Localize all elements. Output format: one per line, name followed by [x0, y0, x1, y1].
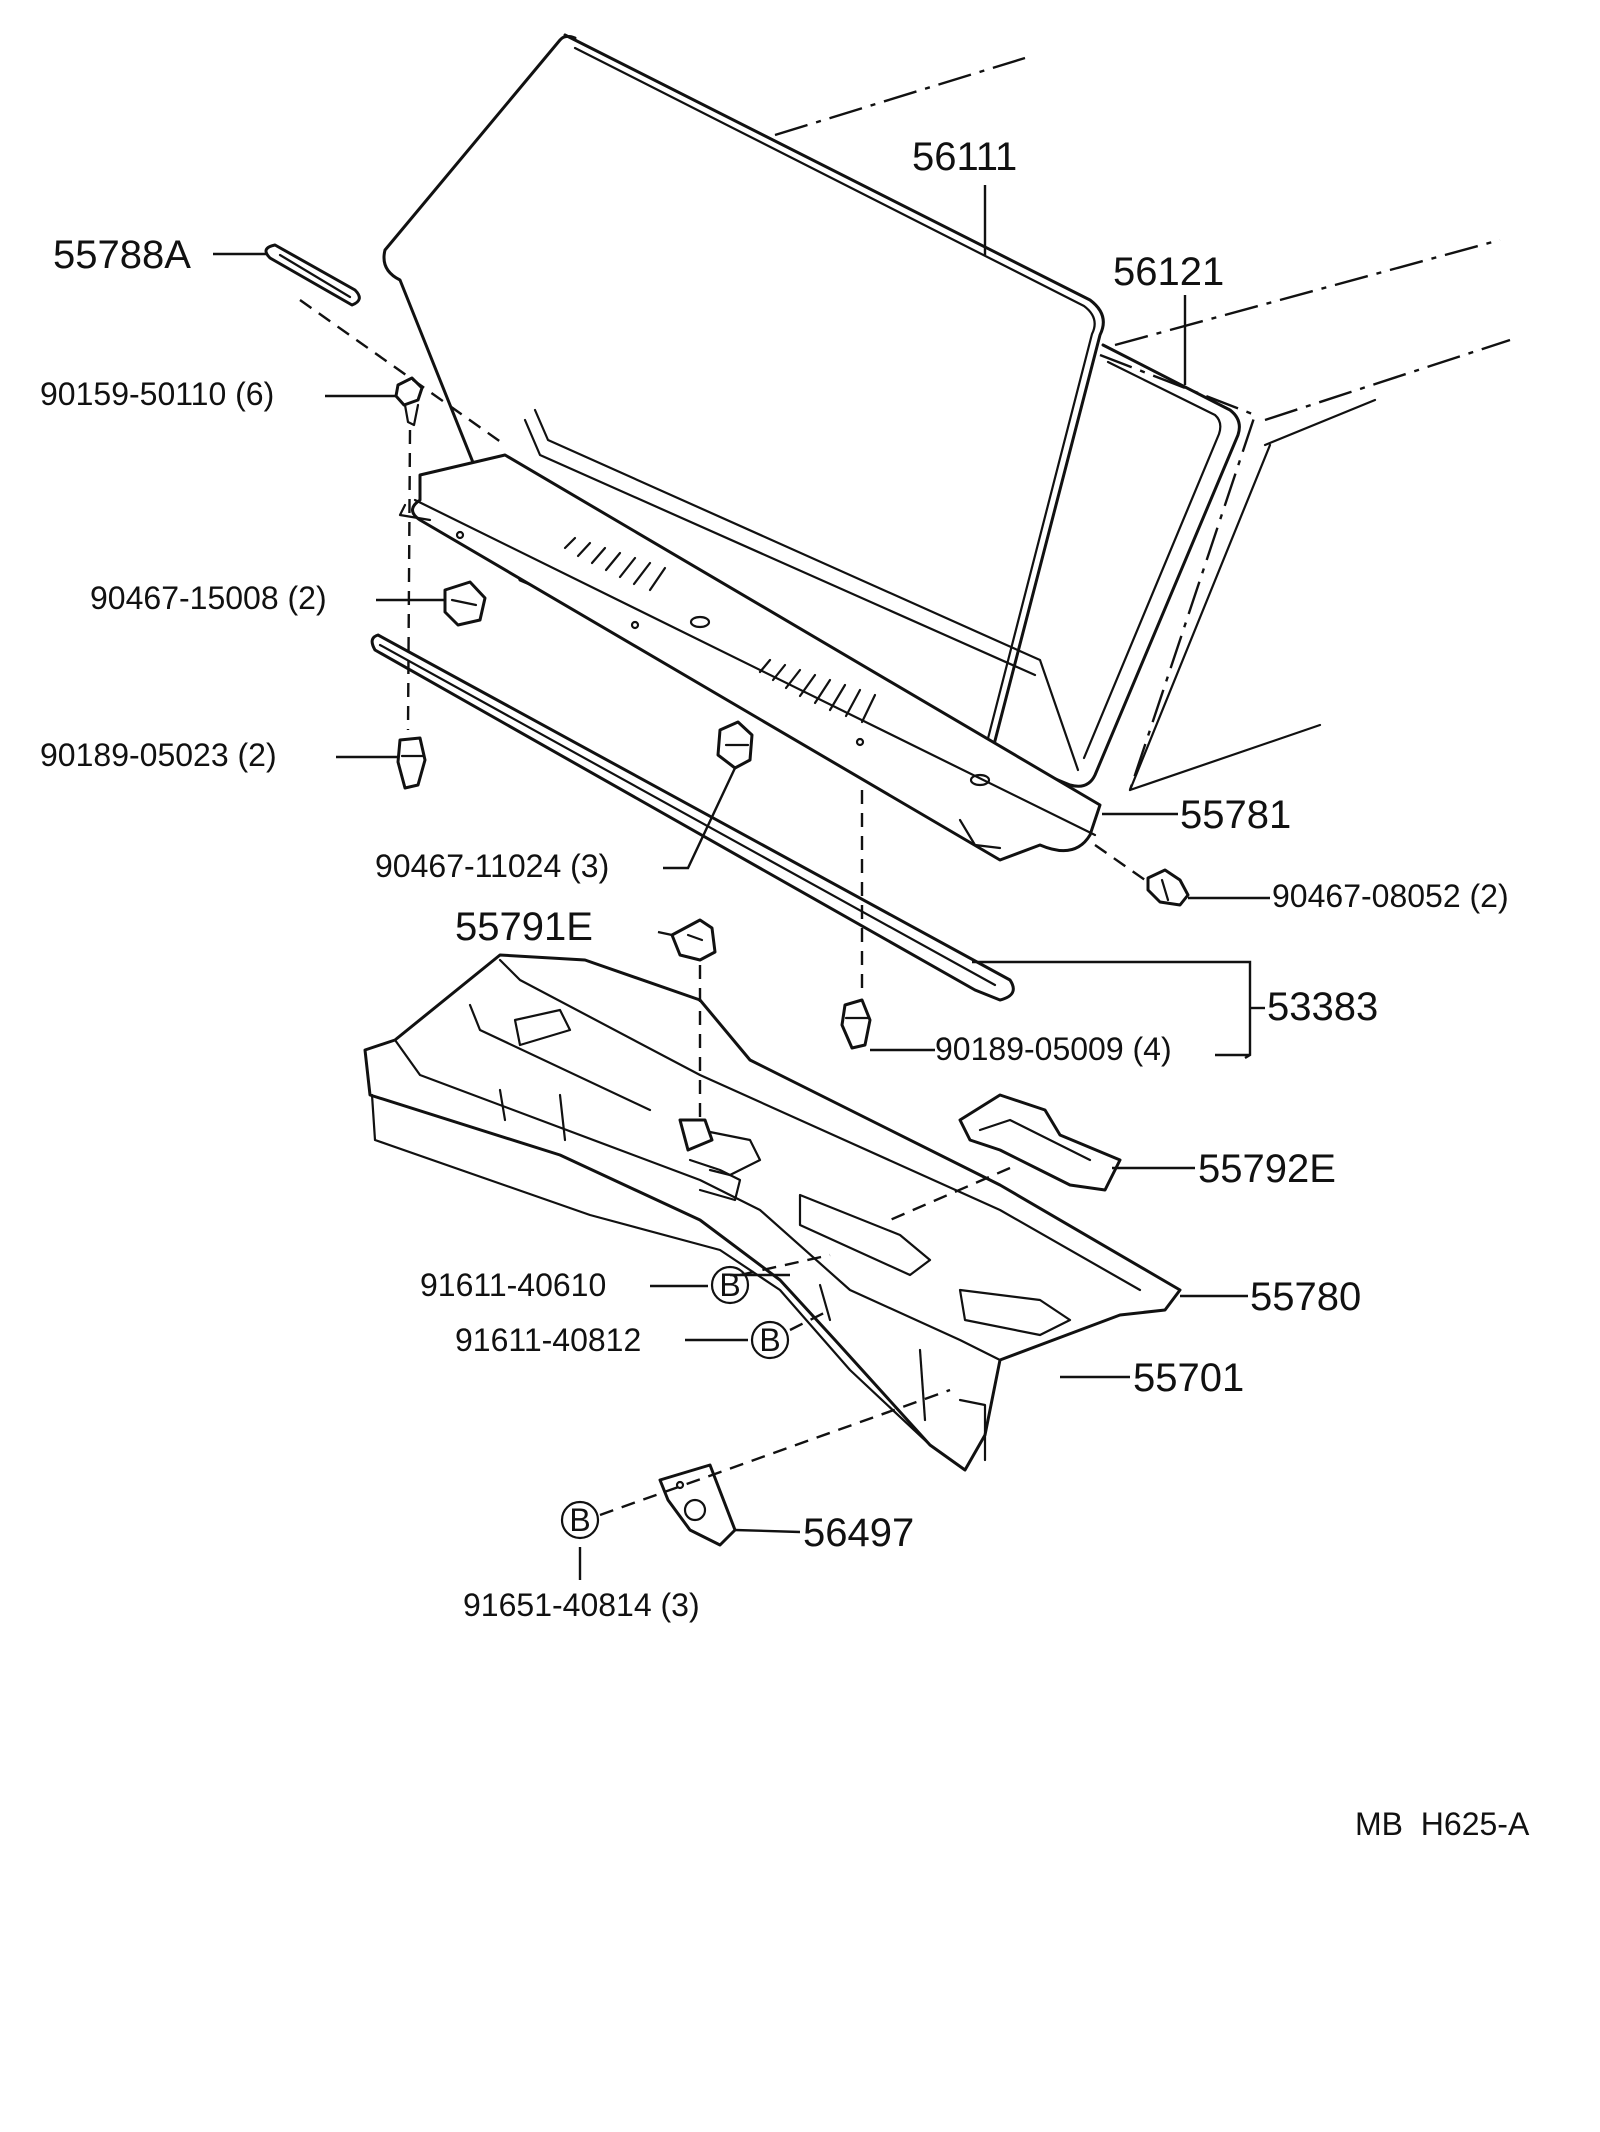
clip-90189-05023 — [396, 736, 427, 790]
label-91651-40814: 91651-40814 (3) — [463, 1587, 700, 1623]
body-outline — [774, 56, 1511, 792]
label-90189-05009: 90189-05009 (4) — [935, 1031, 1172, 1067]
label-55780: 55780 — [1250, 1275, 1361, 1319]
label-91611-40610: 91611-40610 — [420, 1267, 606, 1303]
cowl-clip-55791E — [670, 918, 717, 962]
marker-b1-text: B — [719, 1267, 740, 1303]
clip-90467-08052 — [1146, 868, 1190, 907]
assembly-lines — [299, 299, 1146, 1517]
label-55788A: 55788A — [53, 233, 191, 277]
label-90159-50110: 90159-50110 (6) — [40, 376, 274, 412]
cowl-plate-55792E — [958, 1093, 1122, 1192]
windshield-weatherstrip — [523, 343, 1241, 788]
marker-b3: B — [560, 1500, 600, 1540]
louver-slots-left — [563, 536, 667, 592]
label-56497: 56497 — [803, 1511, 914, 1555]
marker-b2: B — [750, 1320, 790, 1360]
label-55781: 55781 — [1180, 793, 1291, 837]
label-90467-08052: 90467-08052 (2) — [1272, 878, 1509, 914]
louver-slots-right — [758, 658, 877, 724]
marker-b3-text: B — [569, 1502, 590, 1538]
bracket-56497 — [658, 1463, 737, 1547]
clip-90189-05009 — [840, 998, 872, 1050]
clip-90467-11024 — [716, 720, 754, 770]
label-91611-40812: 91611-40812 — [455, 1322, 641, 1358]
part-labels: 56111 56121 55788A 90159-50110 (6) 90467… — [40, 135, 1509, 1623]
screw-90159 — [394, 376, 424, 427]
label-55701: 55701 — [1133, 1356, 1244, 1400]
label-55792E: 55792E — [1198, 1147, 1336, 1191]
label-90189-05023: 90189-05023 (2) — [40, 737, 277, 773]
label-56111: 56111 — [912, 135, 1017, 179]
hood-seal — [370, 633, 1015, 1002]
marker-b1: B — [710, 1265, 750, 1305]
label-90467-15008: 90467-15008 (2) — [90, 580, 327, 616]
label-56121: 56121 — [1113, 250, 1224, 294]
diagram-code: MB H625-A — [1355, 1806, 1530, 1842]
label-90467-11024: 90467-11024 (3) — [375, 848, 609, 884]
label-53383: 53383 — [1267, 985, 1378, 1029]
seal-strip-55788A — [264, 243, 361, 307]
marker-b2-text: B — [759, 1322, 780, 1358]
leader-lines — [213, 185, 1270, 1580]
cowl-louver — [398, 453, 1102, 862]
label-55791E: 55791E — [455, 905, 593, 949]
cowl-panel — [363, 953, 1182, 1472]
nut-90467-15008 — [443, 580, 487, 627]
